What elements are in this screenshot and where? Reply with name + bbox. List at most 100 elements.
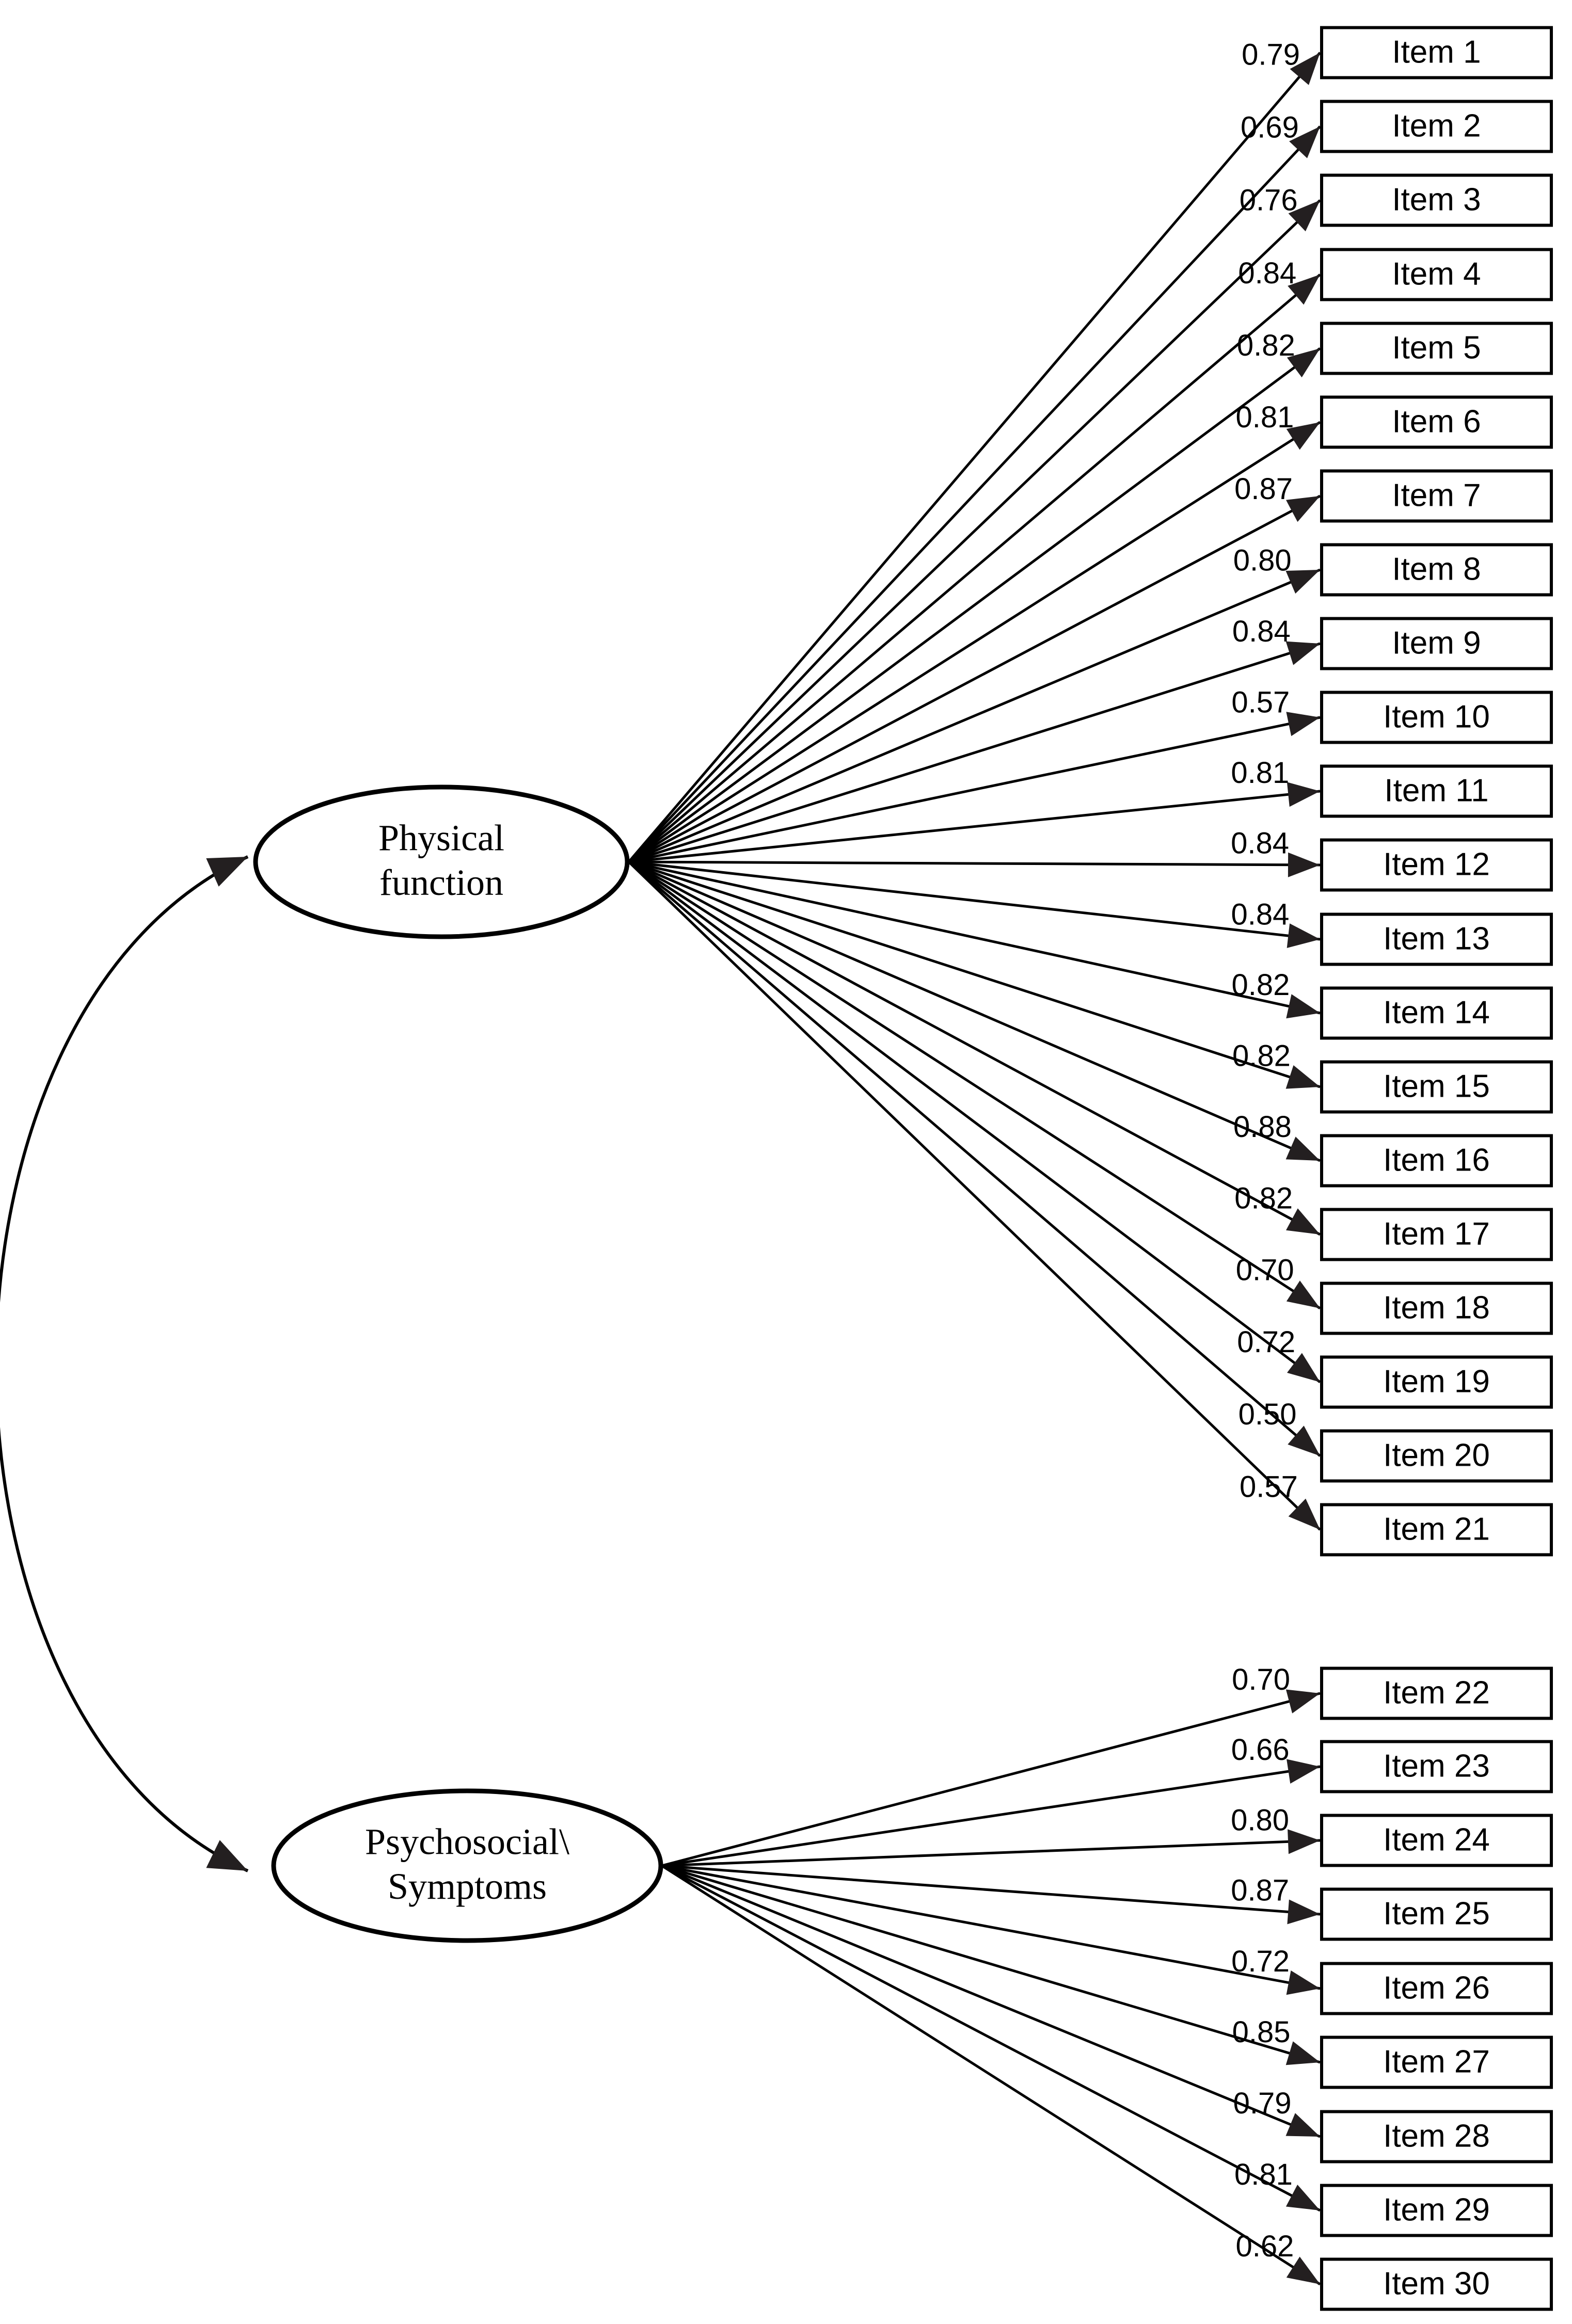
loading-arrowhead	[1287, 1759, 1320, 1784]
loading-value: 0.79	[1233, 2087, 1292, 2120]
loading-path	[661, 1864, 1321, 2212]
loading-value: 0.76	[1240, 184, 1298, 217]
loading-path	[628, 860, 1321, 1236]
loading-path	[628, 860, 1321, 941]
loading-path	[628, 860, 1321, 1088]
item-label: Item 28	[1383, 2118, 1490, 2154]
loading-path	[628, 860, 1321, 1162]
loading-value: 0.85	[1232, 2015, 1291, 2049]
item-label: Item 23	[1383, 1748, 1490, 1784]
loading-path	[628, 274, 1321, 863]
item-label: Item 20	[1383, 1437, 1490, 1473]
item-label: Item 13	[1383, 921, 1490, 956]
loading-value: 0.50	[1238, 1398, 1297, 1431]
loading-value: 0.82	[1232, 1039, 1291, 1072]
loading-arrowhead	[1287, 1899, 1320, 1925]
loading-arrowhead	[1286, 1280, 1320, 1308]
loading-path	[661, 1864, 1321, 1916]
loading-path	[628, 125, 1321, 863]
item-box	[1320, 248, 1553, 301]
item-label: Item 12	[1383, 846, 1490, 882]
loading-value: 0.81	[1234, 2158, 1293, 2191]
loading-path	[628, 861, 1321, 1383]
loading-arrowhead	[1288, 1498, 1320, 1530]
item-label: Item 8	[1392, 551, 1481, 587]
loading-arrowhead	[1288, 1425, 1320, 1456]
loading-path	[628, 568, 1321, 863]
item-label: Item 26	[1383, 1970, 1490, 2006]
item-label: Item 2	[1392, 108, 1481, 143]
item-box	[1320, 543, 1553, 597]
item-box	[1320, 1814, 1553, 1867]
loading-value: 0.88	[1233, 1110, 1292, 1144]
item-label: Item 4	[1392, 256, 1481, 292]
loading-value: 0.82	[1237, 329, 1295, 362]
loading-value: 0.80	[1231, 1803, 1289, 1837]
loading-value: 0.87	[1231, 1874, 1289, 1908]
loading-arrowhead	[1286, 496, 1320, 522]
item-box	[1320, 1281, 1553, 1335]
loading-value: 0.57	[1231, 685, 1290, 719]
loading-value: 0.57	[1240, 1470, 1298, 1503]
factor-physical-ellipse	[253, 784, 630, 939]
item-box	[1320, 2257, 1553, 2311]
loading-path	[628, 199, 1321, 863]
item-label: Item 24	[1383, 1822, 1490, 1857]
item-label: Item 21	[1383, 1511, 1490, 1547]
loading-arrowhead	[1285, 2113, 1320, 2137]
factor-psychosocial-label: Psychosocial\Symptoms	[365, 1821, 569, 1906]
loading-arrowhead	[1286, 1208, 1320, 1235]
loading-path	[628, 860, 1321, 1015]
correlation-arrowhead-top	[206, 857, 248, 887]
item-box	[1320, 395, 1553, 449]
loading-arrowhead	[1285, 1136, 1320, 1161]
loading-arrowhead	[1285, 570, 1320, 594]
item-label: Item 14	[1383, 995, 1490, 1030]
item-box	[1320, 2035, 1553, 2089]
loading-arrowhead	[1286, 2256, 1320, 2284]
loading-arrowhead	[1287, 1353, 1320, 1382]
loading-value: 0.80	[1233, 543, 1292, 577]
loading-value: 0.69	[1241, 111, 1299, 145]
item-label: Item 27	[1383, 2044, 1490, 2079]
item-label: Item 25	[1383, 1896, 1490, 1931]
item-box	[1320, 322, 1553, 375]
loading-path	[628, 347, 1321, 863]
item-label: Item 15	[1383, 1068, 1490, 1104]
loading-arrowhead	[1287, 348, 1320, 378]
loadings-layer: 0.790.690.760.840.820.810.870.800.840.57…	[1231, 38, 1300, 2263]
item-box	[1320, 986, 1553, 1040]
item-box	[1320, 1429, 1553, 1483]
factor-psychosocial-ellipse	[271, 1788, 663, 1943]
item-box	[1320, 691, 1553, 744]
item-box	[1320, 1060, 1553, 1114]
paths-layer	[0, 52, 1321, 2286]
loading-arrowhead	[1287, 923, 1320, 948]
item-label: Item 7	[1392, 477, 1481, 513]
loading-path	[661, 1839, 1321, 1867]
item-box	[1320, 1666, 1553, 1720]
item-box	[1320, 912, 1553, 966]
item-box	[1320, 26, 1553, 79]
factor-label-line: Symptoms	[388, 1865, 547, 1906]
item-box	[1320, 1134, 1553, 1188]
item-label: Item 1	[1392, 34, 1481, 70]
loading-path	[628, 494, 1321, 863]
loading-arrowhead	[1289, 126, 1320, 158]
factor-label-line: Psychosocial\	[365, 1821, 569, 1862]
item-label: Item 3	[1392, 182, 1481, 217]
item-label: Item 9	[1392, 625, 1481, 661]
item-label: Item 6	[1392, 404, 1481, 439]
loading-value: 0.81	[1236, 400, 1294, 434]
item-label: Item 10	[1383, 699, 1490, 734]
loading-arrowhead	[1288, 200, 1320, 232]
item-box	[1320, 617, 1553, 670]
loading-path	[628, 421, 1321, 863]
correlation-arrowhead-bottom	[206, 1840, 248, 1871]
loading-value: 0.72	[1231, 1945, 1290, 1978]
loading-path	[628, 52, 1321, 863]
item-box	[1320, 2110, 1553, 2163]
